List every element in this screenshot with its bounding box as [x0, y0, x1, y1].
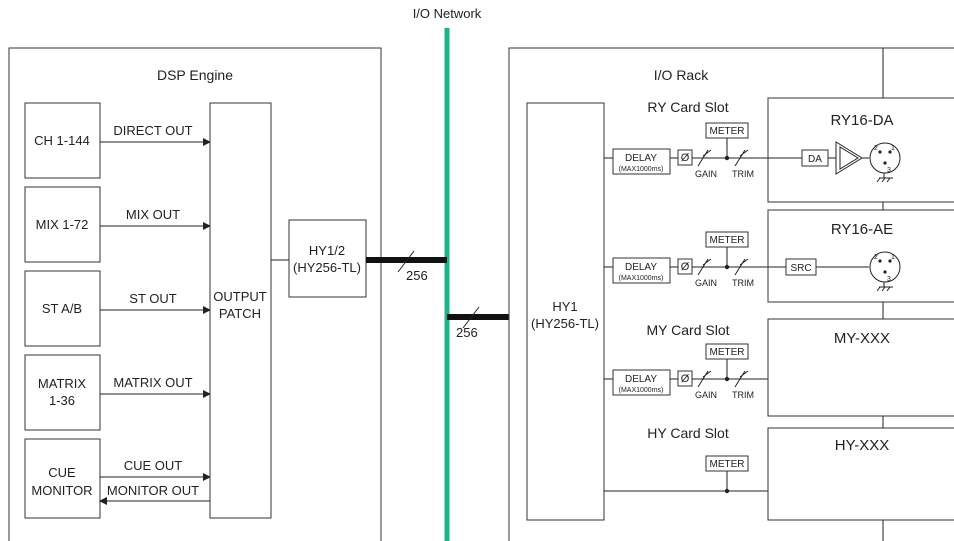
matrix-input-label-line1: MATRIX: [38, 376, 86, 391]
ry2-gain-knob-icon: [697, 258, 712, 276]
cue-monitor-label-line2: MONITOR: [31, 483, 92, 498]
ry1-delay-box: [612, 148, 671, 175]
ry16-ae-card: [767, 209, 954, 303]
ry1-delay-label: DELAY: [625, 153, 657, 164]
ry-card-slot-label: RY Card Slot: [647, 99, 728, 115]
cue-monitor-label-line1: CUE: [48, 465, 76, 480]
output-patch-block: [209, 102, 272, 519]
xlr-output-connector-icon: 2 1 3: [869, 142, 901, 183]
my-gain-knob-icon: [697, 370, 712, 388]
xlr-pin-1: 1: [891, 145, 895, 152]
mix-input-label: MIX 1-72: [36, 217, 89, 232]
ry1-gain-label: GAIN: [695, 169, 717, 179]
aes-pin-2: 2: [874, 254, 878, 261]
output-patch-label-line1: OUTPUT: [213, 289, 267, 304]
output-patch-label-line2: PATCH: [219, 306, 261, 321]
dsp-engine-panel: DSP Engine CH 1-144 DIRECT OUT MIX 1-72 …: [8, 47, 382, 541]
direct-out-label: DIRECT OUT: [113, 123, 192, 138]
ry1-gain-knob-icon: [697, 149, 712, 167]
hy-xxx-card: [767, 427, 954, 521]
io-rack-panel: I/O Rack HY1 (HY256-TL) RY Card Slot MET…: [508, 47, 954, 541]
ry2-delay-box: [612, 257, 671, 284]
my-trim-knob-icon: [734, 370, 749, 388]
matrix-input-block: [24, 354, 101, 431]
st-input-block: [24, 270, 101, 347]
my-card-slot-label: MY Card Slot: [647, 322, 730, 338]
hy1-card-block: [526, 102, 605, 521]
cue-out-label: CUE OUT: [124, 458, 183, 473]
hy12-label-line1: HY1/2: [309, 243, 345, 258]
aes-pin-1: 1: [891, 254, 895, 261]
hy-meter-label: METER: [710, 459, 745, 470]
st-out-label: ST OUT: [129, 291, 176, 306]
aes-output-connector-icon: 2 1 3: [869, 251, 901, 292]
matrix-out-label: MATRIX OUT: [113, 375, 192, 390]
ry2-trim-knob-icon: [734, 258, 749, 276]
hy1-label-line1: HY1: [552, 299, 577, 314]
io-network-label: I/O Network: [413, 6, 482, 21]
bus-right-slash: [462, 306, 480, 329]
my-phase-icon: Ø: [681, 373, 690, 385]
cue-monitor-input-block: [24, 438, 101, 519]
bus-right-count: 256: [456, 325, 478, 340]
ry2-delay-sub: (MAX1000ms): [619, 275, 664, 282]
ground-icon: [876, 173, 893, 183]
ry16-ae-title: RY16-AE: [831, 221, 893, 238]
hy1-label-line2: (HY256-TL): [531, 316, 599, 331]
hy-card-slot-label: HY Card Slot: [647, 425, 729, 441]
matrix-input-label-line2: 1-36: [49, 393, 75, 408]
my-delay-sub: (MAX1000ms): [619, 387, 664, 394]
mix-input-block: [24, 186, 101, 263]
my-gain-label: GAIN: [695, 390, 717, 400]
my-xxx-title: MY-XXX: [834, 330, 890, 347]
aes-pin-3: 3: [887, 276, 891, 283]
ry1-delay-sub: (MAX1000ms): [619, 166, 664, 173]
ry2-delay-label: DELAY: [625, 262, 657, 273]
my-xxx-card: [767, 318, 954, 417]
xlr-pin-2: 2: [874, 145, 878, 152]
xlr-pin-3: 3: [887, 167, 891, 174]
balanced-amp-icon: [835, 141, 863, 175]
ry1-phase-icon: Ø: [681, 152, 690, 164]
my-meter-label: METER: [710, 347, 745, 358]
hy12-card-block: [288, 219, 367, 298]
ry2-phase-icon: Ø: [681, 261, 690, 273]
ry1-meter-label: METER: [710, 126, 745, 137]
ground-icon: [876, 282, 893, 292]
ry1-trim-label: TRIM: [732, 169, 754, 179]
ry16-da-card: [767, 97, 954, 203]
st-input-label: ST A/B: [42, 301, 82, 316]
bus-left-slash: [397, 250, 415, 273]
hy12-label-line2: (HY256-TL): [293, 260, 361, 275]
ch-input-block: [24, 102, 101, 179]
ry2-meter-label: METER: [710, 235, 745, 246]
src-converter-label: SRC: [790, 263, 811, 274]
my-trim-label: TRIM: [732, 390, 754, 400]
ry2-gain-label: GAIN: [695, 278, 717, 288]
io-rack-title: I/O Rack: [654, 67, 709, 83]
bus-left-count: 256: [406, 268, 428, 283]
mix-out-label: MIX OUT: [126, 207, 180, 222]
ch-input-label: CH 1-144: [34, 133, 90, 148]
monitor-out-label: MONITOR OUT: [107, 483, 199, 498]
dsp-engine-title: DSP Engine: [157, 67, 233, 83]
ry1-trim-knob-icon: [734, 149, 749, 167]
da-converter-label: DA: [808, 154, 822, 165]
hy-xxx-title: HY-XXX: [835, 437, 889, 454]
ry16-da-title: RY16-DA: [830, 112, 893, 129]
my-delay-label: DELAY: [625, 374, 657, 385]
my-delay-box: [612, 369, 671, 396]
ry2-trim-label: TRIM: [732, 278, 754, 288]
